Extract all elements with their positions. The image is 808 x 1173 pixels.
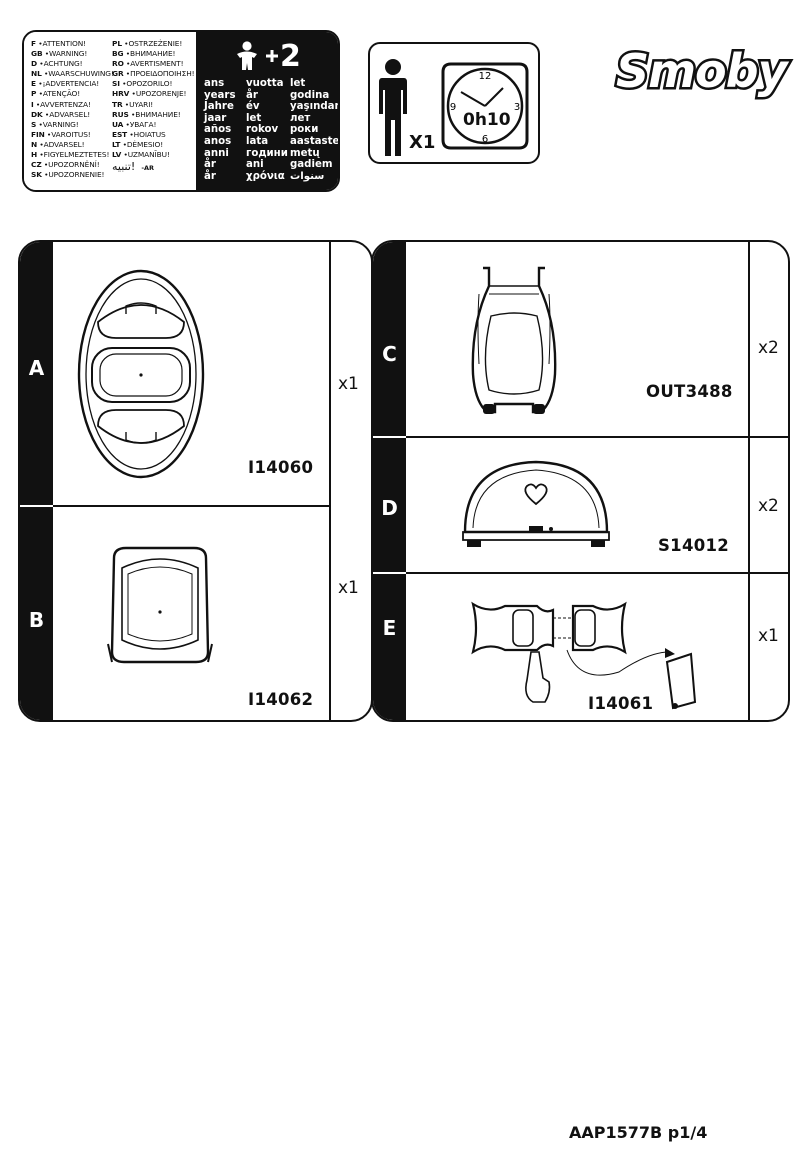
child-icon xyxy=(237,41,257,70)
warning-line: P •ATENÇÃO! xyxy=(31,89,81,99)
strip-divider xyxy=(373,572,406,574)
part-c-quantity: x2 xyxy=(758,338,779,358)
warning-line: DK •ADVARSEL! xyxy=(31,109,91,119)
part-e-illustration xyxy=(471,601,697,710)
part-letter-b: B xyxy=(28,608,45,632)
warning-line-arabic: !تنبيه-AR xyxy=(112,160,154,174)
warning-column-left: F •ATTENTION! GB •WARNING! D •ACHTUNG! N… xyxy=(31,39,115,180)
part-letter-a: A xyxy=(28,356,45,380)
part-e-quantity: x1 xyxy=(758,626,779,646)
warning-column-right: PL •OSTRZEŻENIE! BG •ВНИМАНИЕ! RO •AVERT… xyxy=(112,39,196,175)
warning-panel: F •ATTENTION! GB •WARNING! D •ACHTUNG! N… xyxy=(22,30,340,192)
part-e-code: I14061 xyxy=(588,694,654,713)
part-a-illustration xyxy=(77,269,205,479)
part-c-illustration xyxy=(471,266,557,414)
part-a-code: I14060 xyxy=(248,458,314,477)
strip-divider xyxy=(373,436,406,438)
warning-line: UA •УВАГА! xyxy=(112,119,157,129)
strip-divider xyxy=(20,505,53,507)
warning-line: HRV •UPOZORENJE! xyxy=(112,89,187,99)
warning-line: TR •UYARI! xyxy=(112,99,154,109)
warning-line: N •ADVARSEL! xyxy=(31,139,85,149)
warning-line: GB •WARNING! xyxy=(31,49,88,59)
part-d-quantity: x2 xyxy=(758,496,779,516)
row-divider xyxy=(406,572,788,574)
letter-strip xyxy=(20,242,53,720)
warning-line: RO •AVERTISMENT! xyxy=(112,59,184,69)
warning-line: PL •OSTRZEŻENIE! xyxy=(112,39,183,48)
warning-line: S •VARNING! xyxy=(31,119,79,129)
part-letter-c: C xyxy=(382,342,397,366)
part-d-code: S14012 xyxy=(658,536,730,555)
part-c-code: OUT3488 xyxy=(646,382,733,401)
column-divider xyxy=(329,242,331,720)
part-d-illustration xyxy=(462,460,610,547)
clock-number: 6 xyxy=(482,134,488,145)
letter-strip xyxy=(373,242,406,720)
person-icon xyxy=(379,59,407,156)
warning-line: SI •OPOZORILO! xyxy=(112,79,173,89)
warning-line: LT •DĖMESIO! xyxy=(112,139,164,149)
assembly-info: X1 12 3 6 9 0h10 xyxy=(368,42,540,164)
parts-panel-left: A B x1 I14060 x1 I14062 xyxy=(18,240,373,722)
warning-line: E •¡ADVERTENCIA! xyxy=(31,79,100,89)
warning-languages: F •ATTENTION! GB •WARNING! D •ACHTUNG! N… xyxy=(24,32,196,190)
document-reference: AAP1577B p1/4 xyxy=(569,1123,708,1142)
brand-logo: Smoby xyxy=(614,42,791,101)
warning-line: D •ACHTUNG! xyxy=(31,59,83,69)
column-divider xyxy=(748,242,750,720)
warning-line: NL •WAARSCHUWING! xyxy=(31,69,114,79)
clock-number: 12 xyxy=(479,71,492,82)
row-divider xyxy=(53,505,329,507)
clock-number: 9 xyxy=(450,102,456,113)
warning-line: F •ATTENTION! xyxy=(31,39,87,48)
clock-number: 3 xyxy=(514,102,520,113)
person-count: X1 xyxy=(409,132,436,153)
warning-line: SK •UPOZORNENIE! xyxy=(31,170,105,180)
clock-icon: 12 3 6 9 xyxy=(441,62,529,150)
age-number: 2 xyxy=(280,38,301,74)
part-b-illustration xyxy=(107,546,213,664)
warning-line: GR •ΠΡΟΕΙΔΟΠΟΙΗΣΗ! xyxy=(112,69,195,79)
part-letter-e: E xyxy=(382,616,397,640)
plus-icon xyxy=(266,50,278,62)
row-divider xyxy=(406,436,788,438)
parts-panel-right: C D E x2 OUT3488 x2 S14012 x1 xyxy=(371,240,790,722)
warning-line: RUS •ВНИМАНИЕ! xyxy=(112,109,181,119)
assembly-time: 0h10 xyxy=(463,110,511,130)
part-b-code: I14062 xyxy=(248,690,314,709)
warning-line: CZ •UPOZORNĚNÍ! xyxy=(31,160,100,170)
warning-line: H •FIGYELMEZTETES! xyxy=(31,150,110,160)
warning-line: FIN •VAROITUS! xyxy=(31,129,91,139)
age-badge: 2 xyxy=(236,38,301,74)
warning-line: EST •HOIATUS xyxy=(112,129,166,139)
part-a-quantity: x1 xyxy=(338,374,359,394)
part-letter-d: D xyxy=(381,496,398,520)
part-b-quantity: x1 xyxy=(338,578,359,598)
warning-line: BG •ВНИМАНИЕ! xyxy=(112,49,176,59)
warning-line: LV •UZMANĪBU! xyxy=(112,150,170,160)
warning-line: I •AVVERTENZA! xyxy=(31,99,91,109)
